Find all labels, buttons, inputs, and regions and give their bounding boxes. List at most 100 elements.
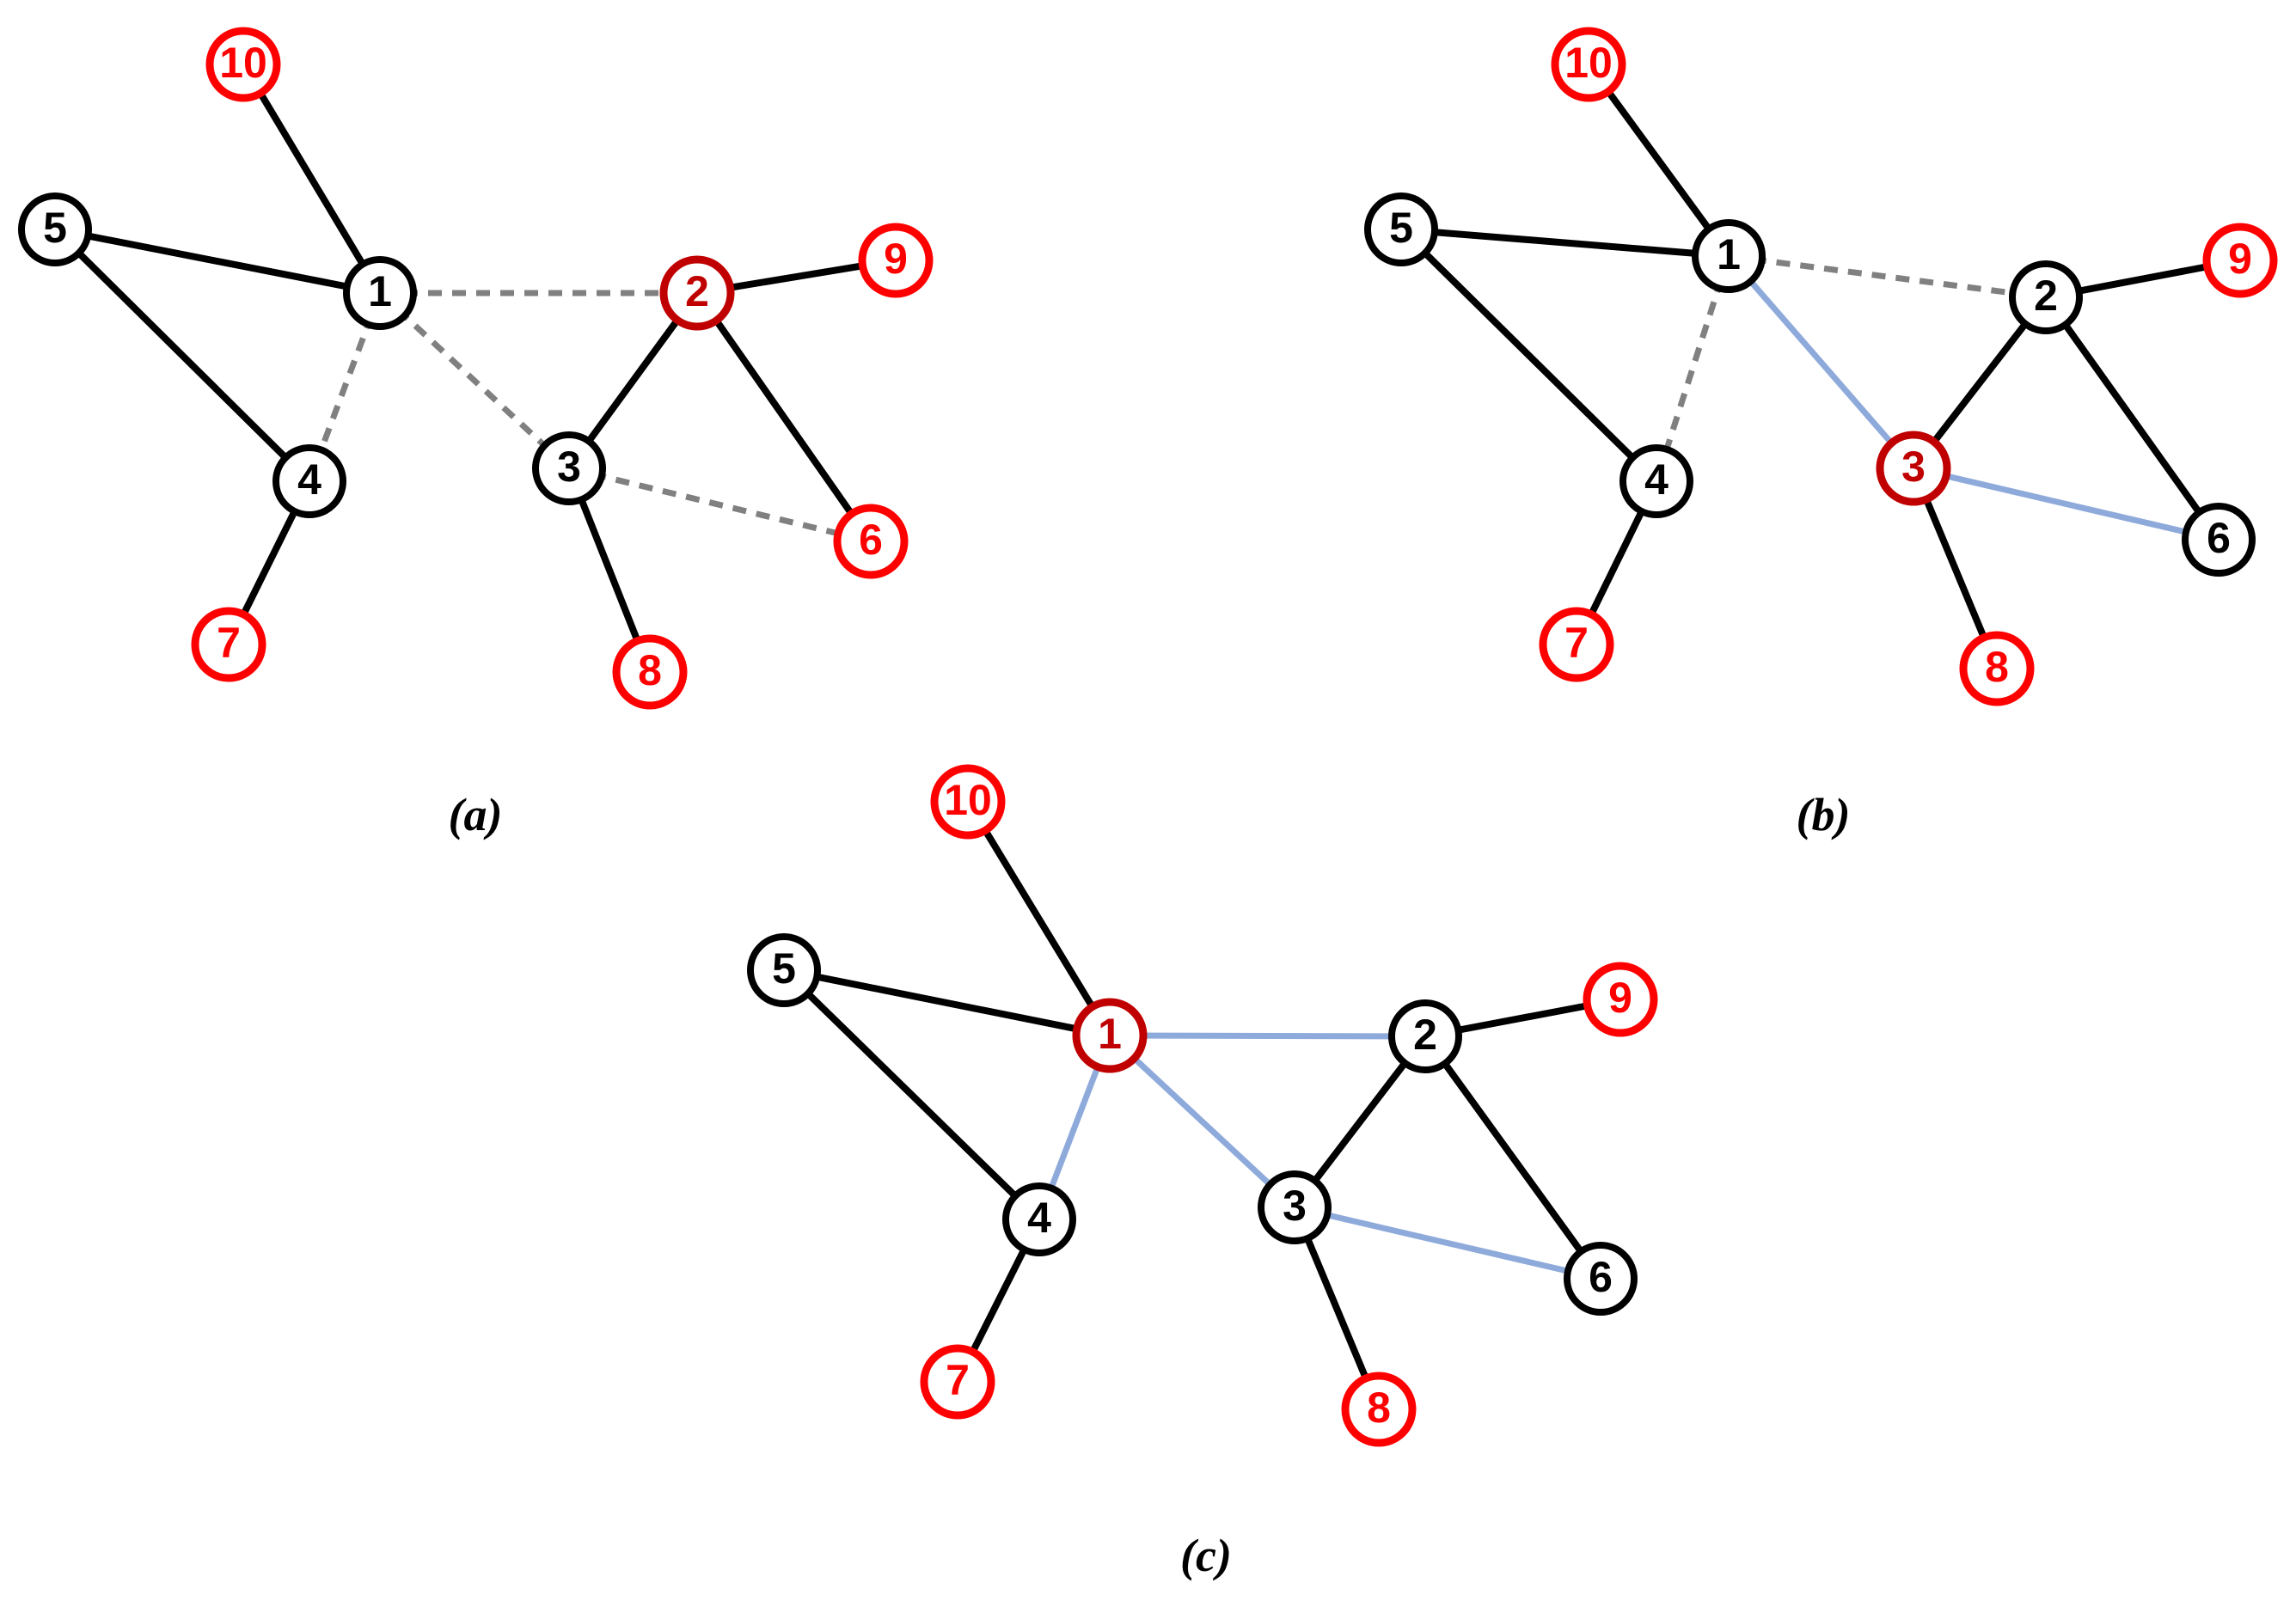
node-label: 9 xyxy=(2228,235,2252,283)
node-circle xyxy=(1364,192,1438,266)
node-8: 8 xyxy=(1341,1372,1417,1447)
node-label: 4 xyxy=(297,455,321,504)
node-circle xyxy=(747,933,821,1007)
node-label: 2 xyxy=(1413,1011,1437,1059)
edge-10-1-solid xyxy=(1585,62,1732,259)
node-6: 6 xyxy=(833,504,909,579)
edge-3-6-dashed xyxy=(568,465,872,545)
node-label: 3 xyxy=(557,443,581,491)
node-circle xyxy=(1002,1182,1076,1256)
node-4: 4 xyxy=(272,444,346,518)
node-label: 8 xyxy=(1985,643,2009,691)
node-7: 7 xyxy=(191,607,266,682)
node-9: 9 xyxy=(2202,223,2278,298)
edge-5-4-solid xyxy=(1399,227,1659,484)
panel-c: 1 2 3 4 5 6 7 8 9 10 (c) xyxy=(747,764,1658,1581)
node-8: 8 xyxy=(1959,631,2035,706)
node-label: 10 xyxy=(944,776,992,824)
node-circle xyxy=(1388,999,1462,1073)
node-circle xyxy=(659,255,735,331)
node-circle xyxy=(1959,631,2035,706)
node-1: 1 xyxy=(1072,998,1148,1073)
node-1: 1 xyxy=(1692,219,1766,293)
node-3: 3 xyxy=(1876,431,1951,506)
node-2: 2 xyxy=(1388,999,1462,1073)
node-circle xyxy=(1551,27,1626,102)
edge-3-6-blue xyxy=(1294,1204,1601,1282)
node-label: 1 xyxy=(1098,1010,1122,1058)
edge-5-1-solid xyxy=(1400,226,1730,260)
node-1: 1 xyxy=(343,256,417,330)
panel-caption: (c) xyxy=(1180,1530,1232,1581)
edge-10-1-solid xyxy=(240,62,383,296)
node-label: 9 xyxy=(884,235,908,283)
node-label: 1 xyxy=(368,267,392,315)
node-circle xyxy=(920,1344,995,1420)
node-label: 7 xyxy=(217,619,241,667)
node-5: 5 xyxy=(1364,192,1438,266)
node-label: 10 xyxy=(219,39,267,87)
edge-5-1-solid xyxy=(54,226,381,296)
node-3: 3 xyxy=(1258,1170,1332,1244)
node-circle xyxy=(1072,998,1148,1073)
node-circle xyxy=(1564,1242,1638,1316)
edge-3-6-blue xyxy=(1913,465,2219,543)
node-label: 2 xyxy=(2034,272,2058,320)
edge-1-3-blue xyxy=(1107,1033,1297,1210)
edge-5-4-solid xyxy=(781,968,1042,1222)
node-circle xyxy=(1876,431,1951,506)
node-circle xyxy=(532,431,606,505)
node-label: 1 xyxy=(1717,230,1741,278)
node-circle xyxy=(2202,223,2278,298)
node-5: 5 xyxy=(18,192,92,266)
node-circle xyxy=(205,27,281,102)
edge-1-3-blue xyxy=(1726,254,1916,471)
node-8: 8 xyxy=(612,634,688,710)
node-circle xyxy=(272,444,346,518)
node-label: 8 xyxy=(638,646,662,694)
node-circle xyxy=(191,607,266,682)
node-9: 9 xyxy=(1583,962,1658,1037)
node-2: 2 xyxy=(659,255,735,331)
node-label: 5 xyxy=(772,944,796,993)
node-label: 4 xyxy=(1027,1194,1051,1242)
node-6: 6 xyxy=(1564,1242,1638,1316)
node-circle xyxy=(343,256,417,330)
edge-2-6-solid xyxy=(1422,1034,1604,1281)
node-circle xyxy=(2009,260,2083,334)
node-label: 5 xyxy=(43,204,67,252)
node-label: 5 xyxy=(1389,204,1413,252)
edge-2-6-solid xyxy=(2042,295,2222,542)
node-label: 7 xyxy=(1564,619,1589,667)
node-4: 4 xyxy=(1619,444,1693,518)
node-9: 9 xyxy=(858,223,934,298)
node-7: 7 xyxy=(1539,607,1614,682)
node-circle xyxy=(1692,219,1766,293)
node-7: 7 xyxy=(920,1344,995,1420)
node-circle xyxy=(930,764,1006,840)
node-label: 6 xyxy=(1589,1253,1613,1301)
node-10: 10 xyxy=(930,764,1006,840)
edge-1-3-dashed xyxy=(377,290,572,471)
node-circle xyxy=(858,223,934,298)
edge-5-4-solid xyxy=(52,227,312,484)
node-label: 2 xyxy=(685,267,709,315)
edge-1-2-dashed xyxy=(1728,253,2047,301)
node-5: 5 xyxy=(747,933,821,1007)
node-circle xyxy=(18,192,92,266)
edge-10-1-solid xyxy=(964,799,1113,1038)
node-label: 6 xyxy=(859,516,883,564)
node-circle xyxy=(1619,444,1693,518)
node-3: 3 xyxy=(532,431,606,505)
edge-5-1-solid xyxy=(783,967,1111,1039)
node-label: 8 xyxy=(1367,1384,1391,1432)
node-label: 10 xyxy=(1564,39,1613,87)
node-6: 6 xyxy=(2182,503,2256,577)
node-label: 7 xyxy=(946,1356,970,1404)
node-2: 2 xyxy=(2009,260,2083,334)
node-circle xyxy=(2182,503,2256,577)
node-10: 10 xyxy=(1551,27,1626,102)
